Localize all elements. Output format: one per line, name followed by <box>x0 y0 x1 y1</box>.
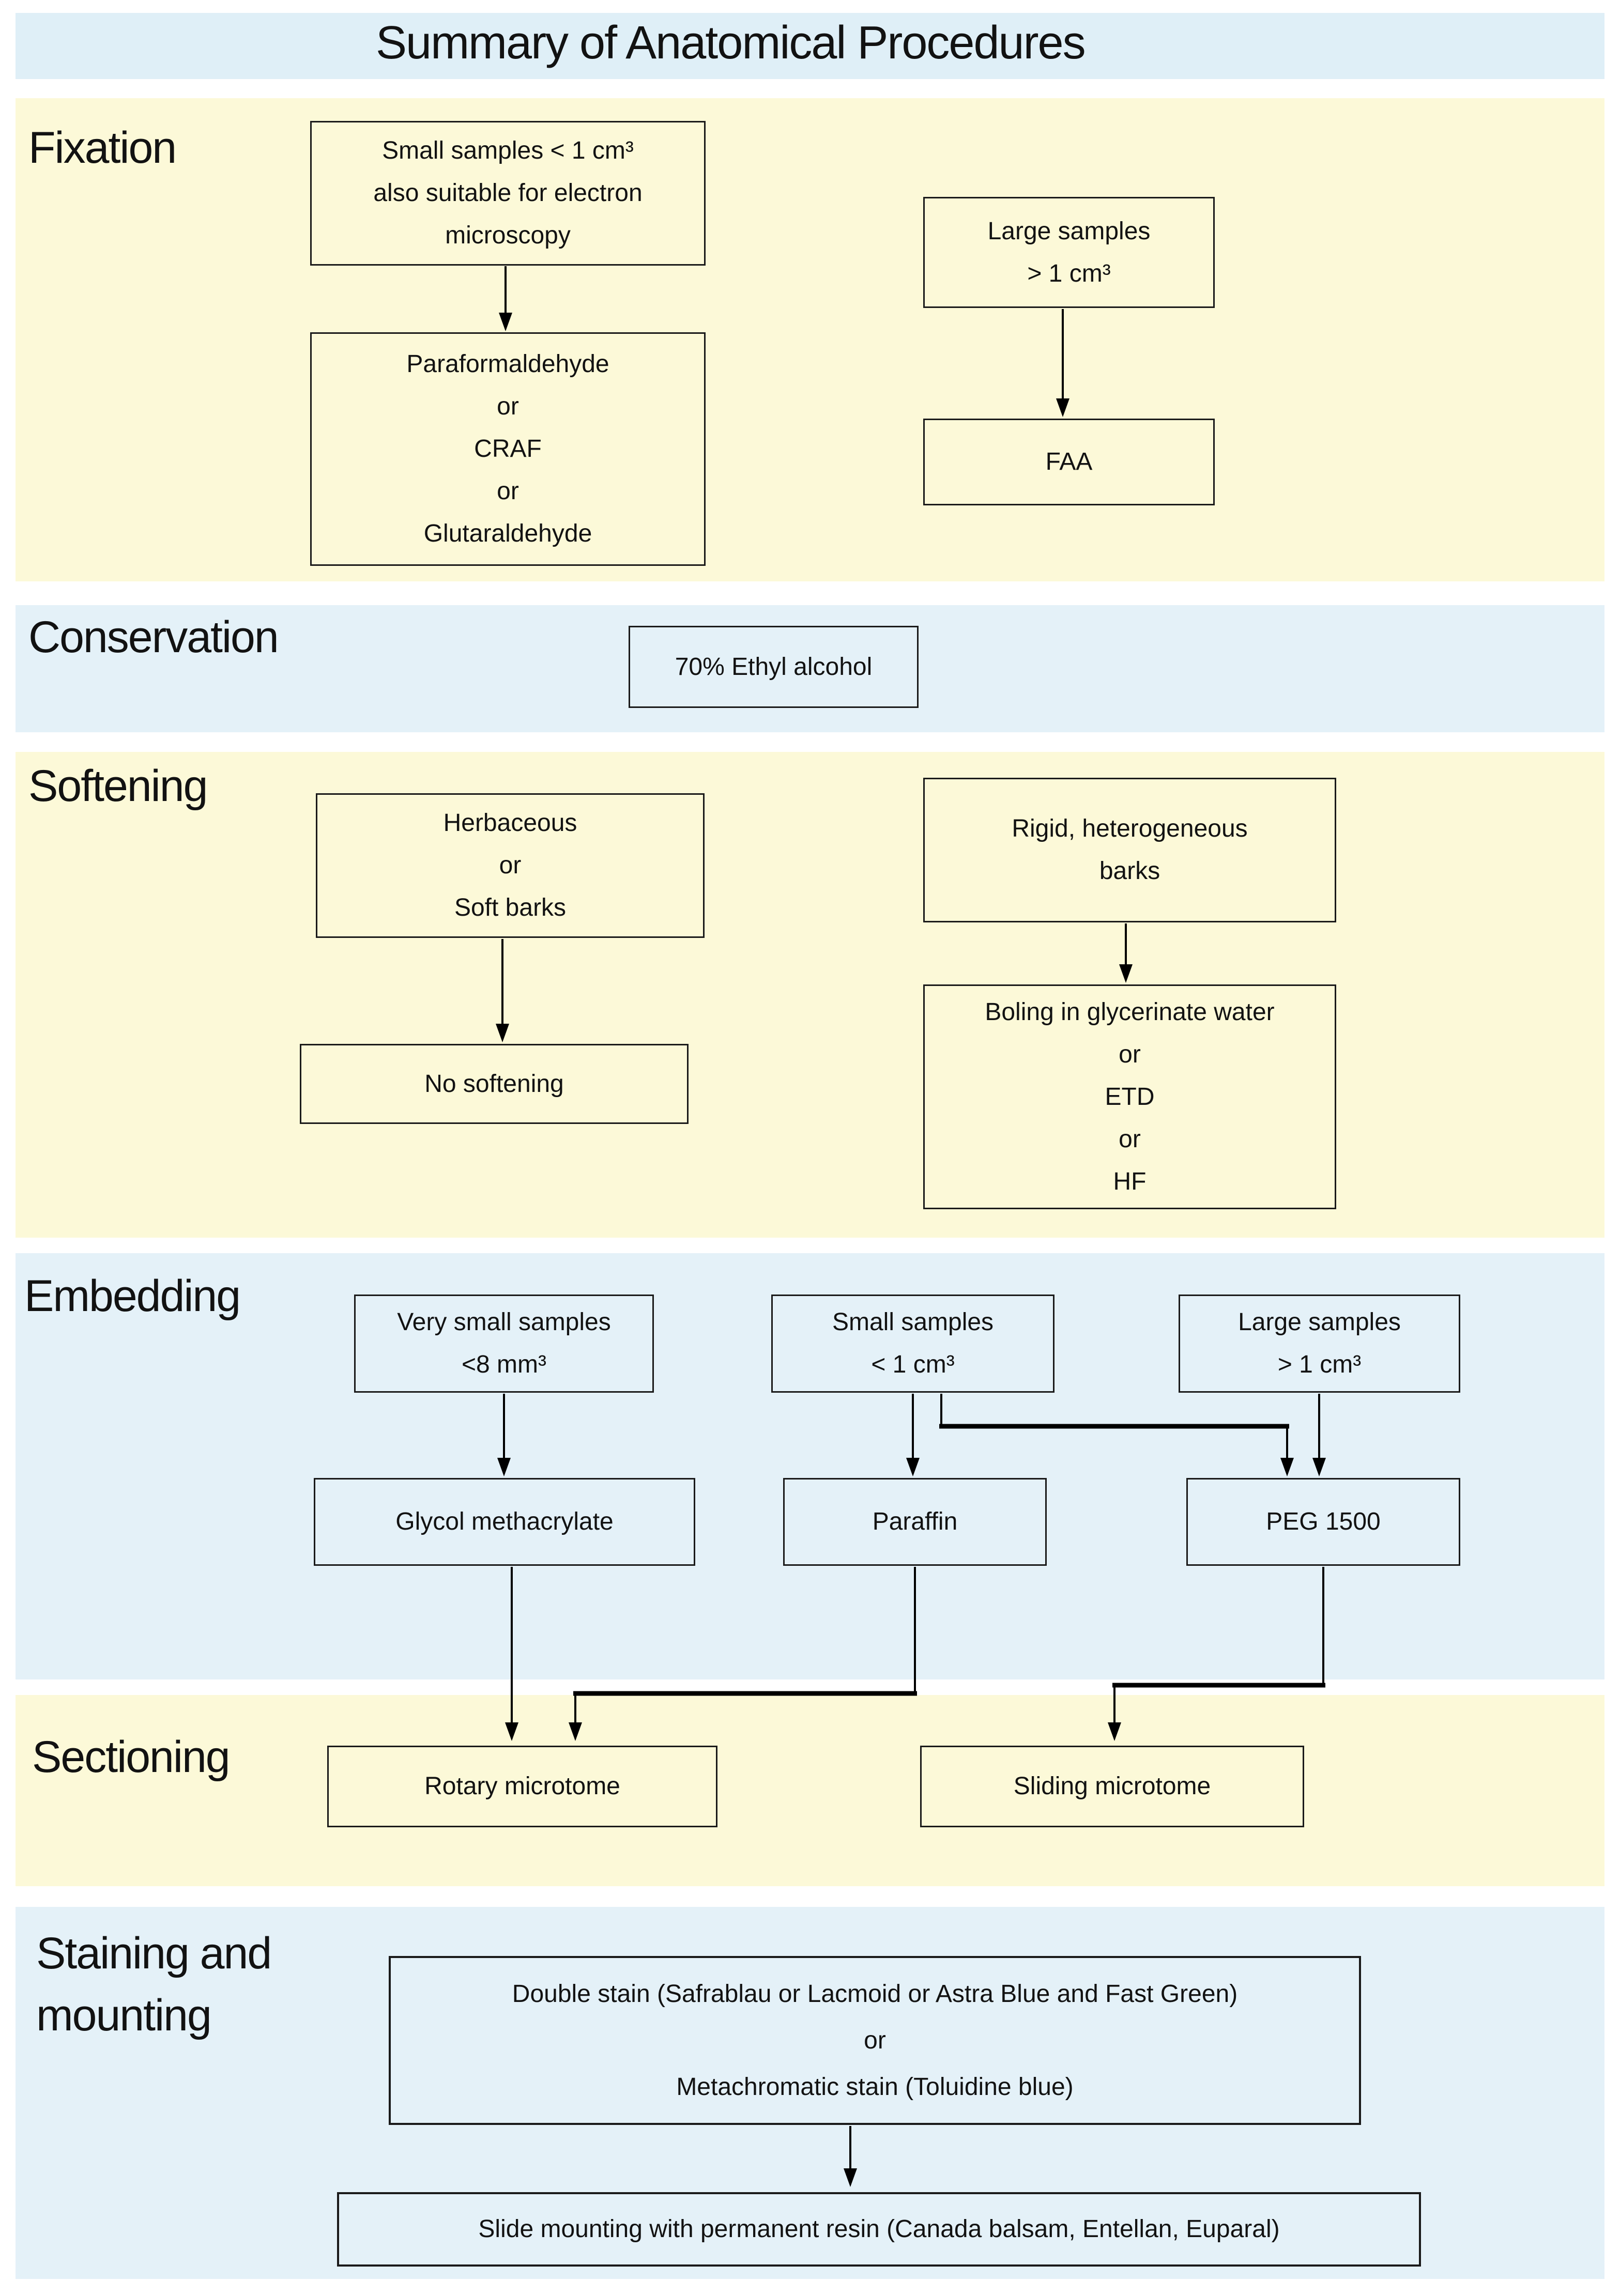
box-sectioning-rotary-microtome: Rotary microtome <box>327 1746 717 1827</box>
section-label-staining-line1: Staining and <box>36 1929 272 1978</box>
box-sectioning-sliding-microtome: Sliding microtome <box>920 1746 1304 1827</box>
section-band-softening <box>16 752 1604 1238</box>
box-text: Double stain (Safrablau or Lacmoid or As… <box>512 1980 1238 2008</box>
box-text: > 1 cm³ <box>1277 1351 1362 1378</box>
section-label-embedding: Embedding <box>24 1271 241 1321</box>
box-text: Glutaraldehyde <box>423 520 592 547</box>
box-conservation-alcohol: 70% Ethyl alcohol <box>629 626 919 708</box>
box-text: or <box>497 393 519 420</box>
box-embedding-peg-1500: PEG 1500 <box>1186 1478 1460 1566</box>
box-text: Paraformaldehyde <box>406 350 609 378</box>
box-text: microscopy <box>445 222 571 249</box>
box-staining-double-stain: Double stain (Safrablau or Lacmoid or As… <box>389 1956 1361 2125</box>
box-softening-rigid-barks: Rigid, heterogeneous barks <box>923 778 1336 922</box>
box-embedding-paraffin: Paraffin <box>783 1478 1047 1566</box>
box-text: Sliding microtome <box>1013 1773 1211 1800</box>
section-label-staining-line2: mounting <box>36 1991 212 2040</box>
box-text: Paraffin <box>872 1508 958 1535</box>
box-staining-slide-mounting: Slide mounting with permanent resin (Can… <box>337 2192 1421 2267</box>
section-band-embedding <box>16 1253 1604 1679</box>
box-text: barks <box>1099 857 1160 885</box>
box-embedding-small-samples: Small samples < 1 cm³ <box>771 1295 1054 1393</box>
box-embedding-large-samples: Large samples > 1 cm³ <box>1179 1295 1460 1393</box>
section-label-fixation: Fixation <box>28 123 177 173</box>
box-embedding-very-small-samples: Very small samples <8 mm³ <box>354 1295 654 1393</box>
box-text: FAA <box>1045 448 1093 475</box>
box-fixation-large-samples: Large samples > 1 cm³ <box>923 197 1215 308</box>
box-text: Rigid, heterogeneous <box>1012 815 1248 842</box>
box-text: or <box>497 477 519 505</box>
section-band-staining <box>16 1907 1604 2279</box>
box-text: Rotary microtome <box>424 1773 620 1800</box>
section-band-sectioning <box>16 1695 1604 1886</box>
box-softening-no-softening: No softening <box>300 1044 689 1124</box>
section-label-sectioning: Sectioning <box>32 1732 231 1782</box>
box-text: or <box>499 852 522 879</box>
box-text: Small samples < 1 cm³ <box>382 137 634 164</box>
box-text: ETD <box>1105 1083 1155 1111</box>
box-text: Glycol methacrylate <box>395 1508 614 1535</box>
box-text: Very small samples <box>397 1308 611 1336</box>
box-fixation-small-samples: Small samples < 1 cm³ also suitable for … <box>310 121 706 266</box>
box-text: PEG 1500 <box>1266 1508 1381 1535</box>
box-text: Small samples <box>832 1308 994 1336</box>
box-text: HF <box>1113 1167 1147 1195</box>
section-band-fixation <box>16 98 1604 581</box>
box-text: No softening <box>424 1070 564 1098</box>
box-text: <8 mm³ <box>461 1351 546 1378</box>
section-label-staining: Staining and mounting <box>36 1922 272 2046</box>
box-text: or <box>1119 1040 1141 1068</box>
box-text: Slide mounting with permanent resin (Can… <box>478 2215 1280 2243</box>
box-text: also suitable for electron <box>373 179 643 207</box>
section-label-conservation: Conservation <box>28 612 279 662</box>
box-text: Metachromatic stain (Toluidine blue) <box>676 2073 1074 2101</box>
box-text: > 1 cm³ <box>1027 259 1111 287</box>
box-fixation-fixatives: Paraformaldehyde or CRAF or Glutaraldehy… <box>310 332 706 566</box>
title-band <box>16 13 1604 79</box>
section-label-softening: Softening <box>28 761 208 811</box>
box-text: Soft barks <box>454 894 567 921</box>
box-text: < 1 cm³ <box>871 1351 955 1378</box>
box-softening-herbaceous: Herbaceous or Soft barks <box>316 793 705 938</box>
box-text: Herbaceous <box>443 809 577 837</box>
box-text: Large samples <box>987 217 1151 245</box>
box-text: Large samples <box>1238 1308 1401 1336</box>
box-text: CRAF <box>474 435 542 463</box>
box-text: 70% Ethyl alcohol <box>675 653 873 681</box>
box-text: Boling in glycerinate water <box>985 998 1275 1026</box>
box-text: or <box>864 2026 886 2054</box>
box-softening-boiling: Boling in glycerinate water or ETD or HF <box>923 984 1336 1209</box>
page-title: Summary of Anatomical Procedures <box>376 17 1086 69</box>
box-fixation-faa: FAA <box>923 419 1215 505</box>
box-embedding-glycol-methacrylate: Glycol methacrylate <box>314 1478 695 1566</box>
box-text: or <box>1119 1125 1141 1153</box>
